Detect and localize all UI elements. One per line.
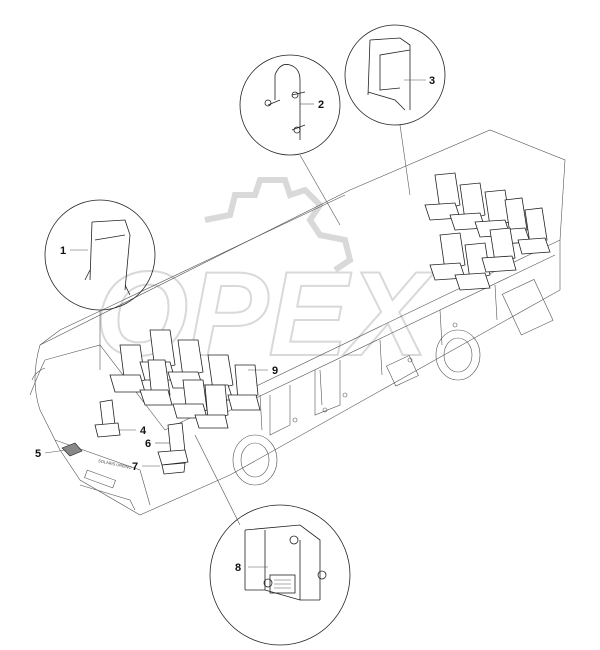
callout-4: 4: [140, 425, 147, 437]
bus-body: [29, 129, 566, 516]
callout-9: 9: [272, 365, 278, 377]
rear-wheel: [435, 329, 481, 381]
callout-8: 8: [235, 562, 241, 574]
callout-1: 1: [60, 245, 66, 257]
detail-circle-1: [44, 199, 156, 370]
detail-circle-8: [194, 434, 351, 646]
bus-label: SOLARIS URBINO: [98, 458, 132, 470]
detail-circle-2: [239, 54, 341, 226]
callout-6: 6: [145, 438, 151, 450]
callout-7: 7: [132, 461, 138, 473]
detail-circle-3: [344, 24, 446, 196]
floor-panel-5: [61, 442, 83, 457]
front-wheel: [232, 434, 278, 486]
watermark-text: OPEX: [95, 247, 435, 381]
callout-3: 3: [429, 75, 435, 87]
driver-seat-6-7: [157, 422, 189, 475]
seat-group-rear: [424, 172, 551, 291]
seat-group-front: [109, 329, 261, 429]
callout-2: 2: [318, 99, 324, 111]
driver-seat-4: [94, 399, 121, 438]
watermark-gear: [204, 177, 354, 273]
leader-lines: [44, 79, 426, 568]
callout-5: 5: [35, 448, 41, 460]
